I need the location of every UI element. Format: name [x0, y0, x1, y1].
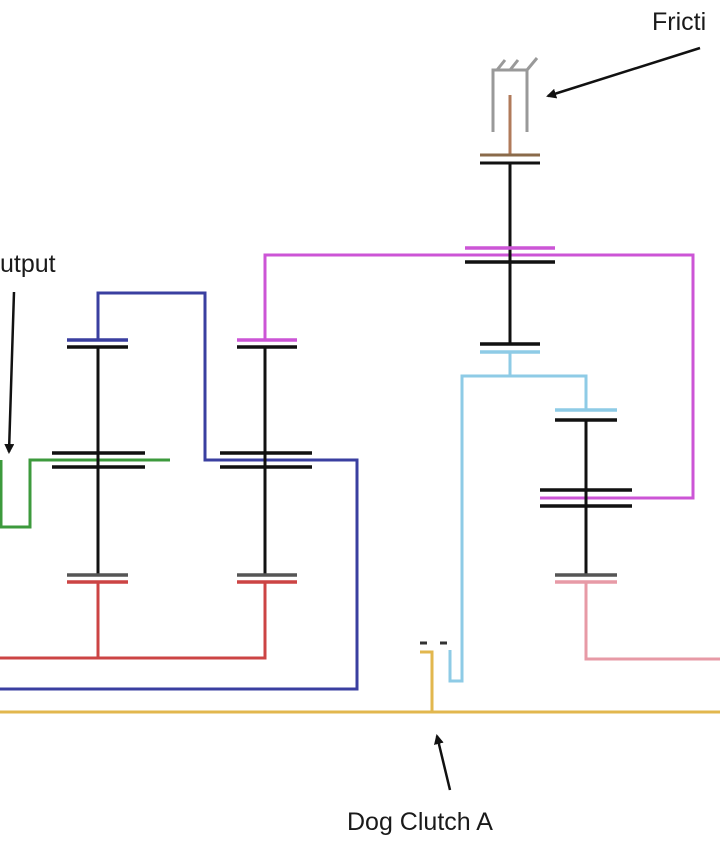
friction-brake [480, 57, 540, 165]
dog-clutch-arrow [434, 734, 452, 791]
magenta-carrier [263, 253, 695, 500]
pink-shaft [584, 582, 720, 661]
output-label: utput [0, 250, 56, 278]
green-output-shaft [0, 458, 170, 529]
cyan-shaft-down [448, 374, 510, 683]
dog-clutch-label: Dog Clutch A [347, 808, 493, 836]
dog-clutch-a [0, 641, 720, 714]
friction-arrow [546, 46, 701, 99]
output-arrow [4, 291, 16, 454]
cyan-shaft [508, 352, 588, 410]
friction-brake-label: Fricti [652, 8, 706, 36]
gears [52, 246, 632, 584]
planet-shafts [96, 163, 588, 575]
blue-carrier [0, 291, 359, 691]
red-shaft [96, 582, 267, 660]
